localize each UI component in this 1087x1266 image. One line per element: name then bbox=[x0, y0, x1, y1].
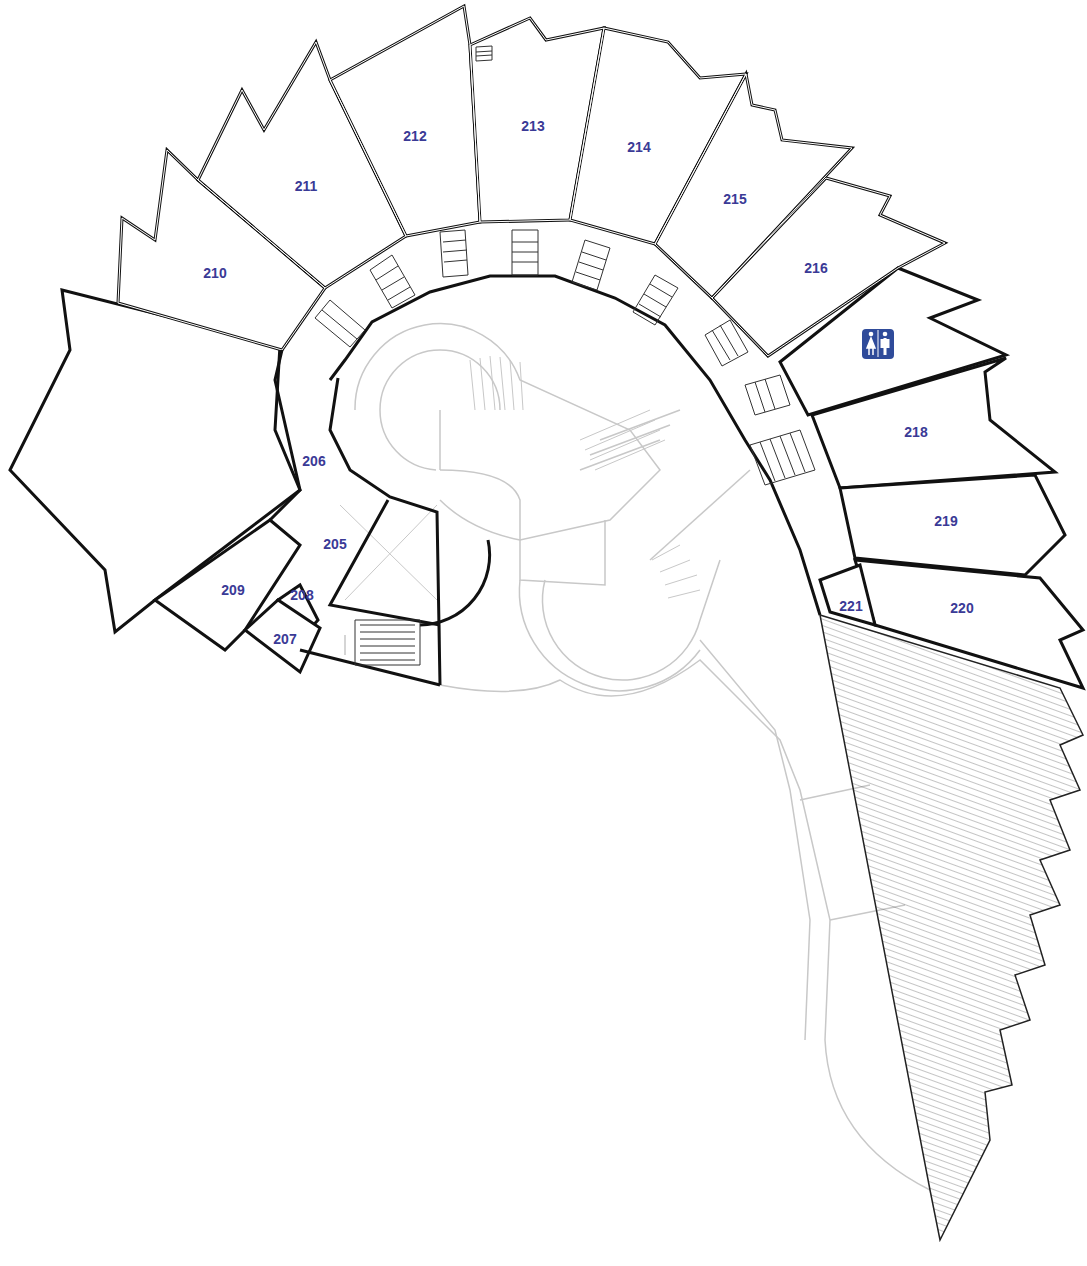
room-number: 216 bbox=[804, 260, 827, 276]
room: 207 bbox=[270, 629, 299, 649]
room-number: 209 bbox=[221, 582, 244, 598]
room-number: 205 bbox=[323, 536, 346, 552]
room: 212 bbox=[400, 126, 429, 146]
room: 221 bbox=[836, 596, 865, 616]
room-number: 212 bbox=[403, 128, 426, 144]
room-number: 219 bbox=[934, 513, 957, 529]
room: 214 bbox=[624, 137, 653, 157]
room-number: 208 bbox=[290, 587, 313, 603]
room: 213 bbox=[518, 116, 547, 136]
room-number: 213 bbox=[521, 118, 544, 134]
room: 215 bbox=[720, 189, 749, 209]
room: 210 bbox=[200, 263, 229, 283]
room: 211 bbox=[292, 176, 321, 196]
room: 206 bbox=[299, 451, 328, 471]
room-number: 207 bbox=[273, 631, 296, 647]
room: 220 bbox=[947, 598, 976, 618]
room-number: 215 bbox=[723, 191, 746, 207]
room-number: 206 bbox=[302, 453, 325, 469]
room-number: 220 bbox=[950, 600, 973, 616]
room: 208 bbox=[287, 585, 316, 605]
room: 205 bbox=[320, 534, 349, 554]
room-number: 210 bbox=[203, 265, 226, 281]
restroom-icon bbox=[862, 329, 894, 359]
room-number: 221 bbox=[839, 598, 862, 614]
room-number: 211 bbox=[295, 178, 318, 194]
room-number: 214 bbox=[627, 139, 650, 155]
room: 219 bbox=[931, 511, 960, 531]
room-number: 218 bbox=[904, 424, 927, 440]
room: 218 bbox=[901, 422, 930, 442]
room: 209 bbox=[218, 580, 247, 600]
room: 216 bbox=[801, 258, 830, 278]
